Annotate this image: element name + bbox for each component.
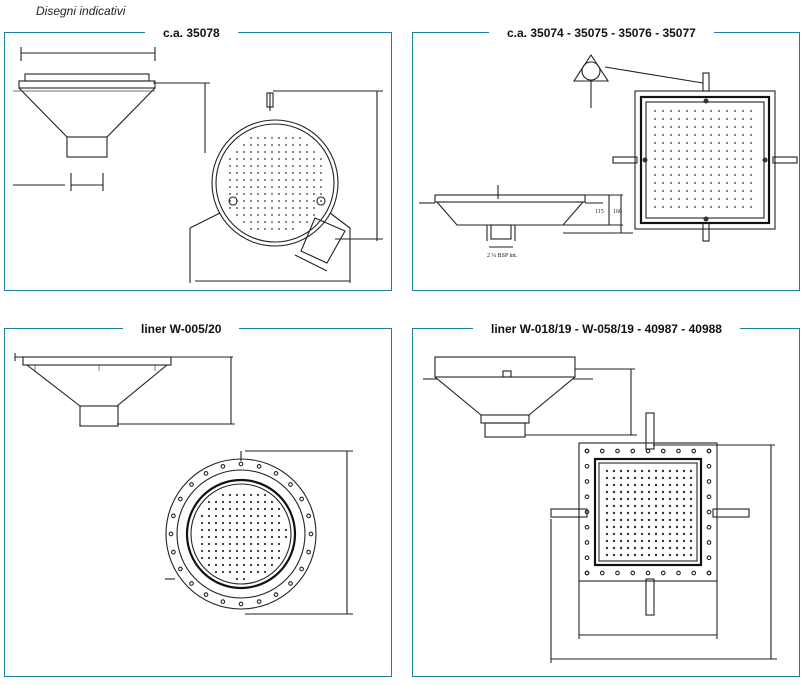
drawing-w005 <box>14 353 353 615</box>
panel-35074: c.a. 35074 - 35075 - 35076 - 35077 115 1… <box>412 25 800 291</box>
panel-w018: liner W-018/19 - W-058/19 - 40987 - 4098… <box>412 321 800 677</box>
panel-w005: liner W-005/20 <box>4 321 392 677</box>
page-header: Disegni indicativi <box>36 4 126 18</box>
panel-title: liner W-018/19 - W-058/19 - 40987 - 4098… <box>473 321 740 337</box>
drawing-w018 <box>423 356 777 663</box>
panel-35078: c.a. 35078 <box>4 25 392 291</box>
panel-title: liner W-005/20 <box>123 321 240 337</box>
panel-title: c.a. 35074 - 35075 - 35076 - 35077 <box>489 25 714 41</box>
thread-label: 2 ¼ BSP int. <box>487 253 518 259</box>
drawing-35074: 115 160 2 ¼ BSP int. <box>419 53 798 259</box>
dim-label-160: 160 <box>613 209 622 215</box>
panel-title: c.a. 35078 <box>145 25 238 41</box>
drawing-35078 <box>13 47 383 283</box>
dim-label-115: 115 <box>595 209 604 215</box>
